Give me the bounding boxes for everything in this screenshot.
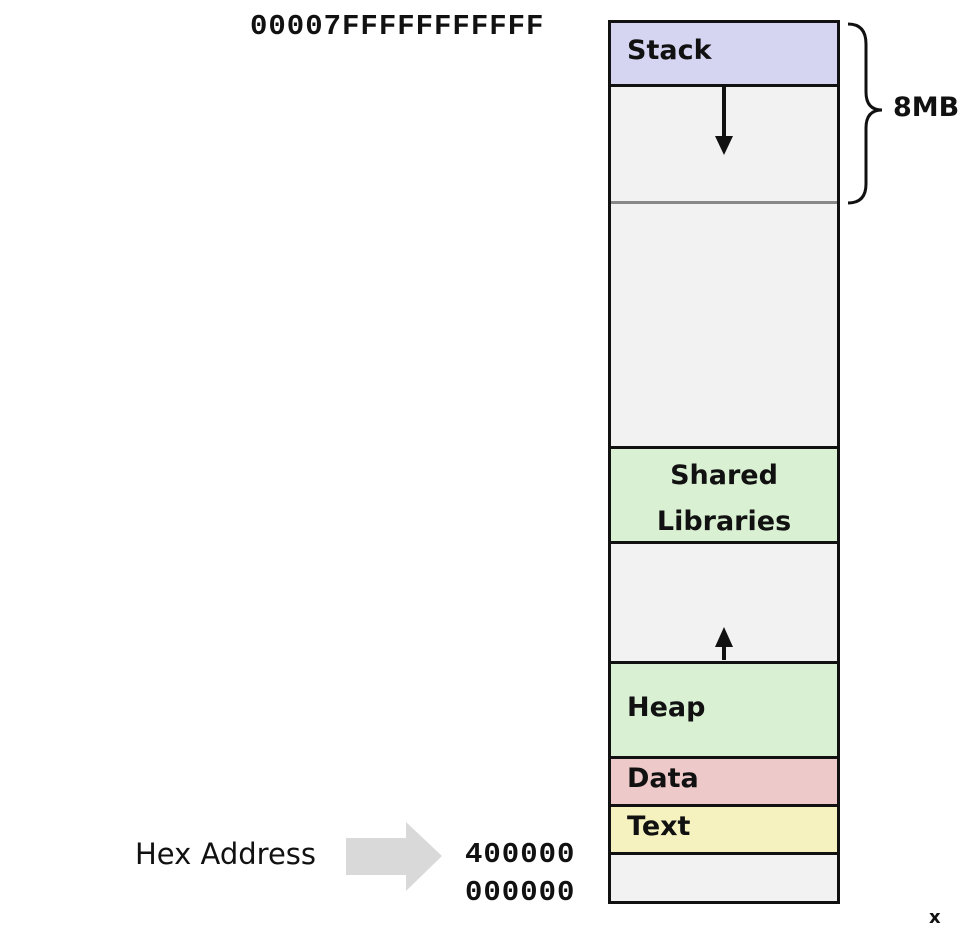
data-segment: Data [611, 759, 837, 807]
pointer-arrow-icon [346, 822, 442, 891]
stack-limit-line [611, 201, 837, 204]
text-segment: Text [611, 807, 837, 855]
hex-address-label: Hex Address [135, 837, 317, 871]
memory-layout-column: Stack Shared Libraries Heap Data Text [608, 20, 840, 904]
top-address-label: 00007FFFFFFFFFFF [250, 10, 545, 43]
stack-segment: Stack [611, 23, 837, 87]
heap-growth-arrow-icon [715, 627, 733, 660]
shared-libraries-label: Shared Libraries [656, 460, 792, 537]
heap-label: Heap [627, 692, 706, 723]
brace-icon [847, 22, 883, 205]
bottom-address: 000000 [465, 876, 576, 909]
heap-segment: Heap [611, 661, 837, 759]
stack-label: Stack [627, 35, 712, 66]
data-label: Data [627, 763, 699, 794]
text-start-address: 400000 [465, 838, 576, 871]
shared-libraries-segment: Shared Libraries [611, 446, 837, 544]
stack-growth-arrow-icon [715, 86, 733, 155]
corner-mark: x [929, 907, 941, 928]
text-label: Text [627, 811, 691, 842]
stack-size-label: 8MB [893, 92, 960, 123]
